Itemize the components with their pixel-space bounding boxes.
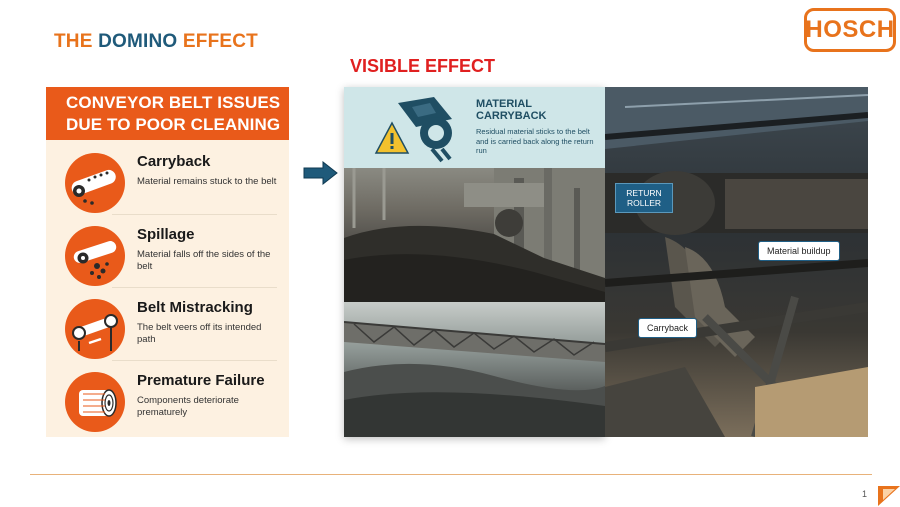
- mistracking-icon: [65, 299, 125, 359]
- divider: [112, 214, 277, 215]
- return-label-line1: RETURN: [626, 188, 662, 198]
- corner-logo-icon: [878, 486, 900, 506]
- issue-title: Premature Failure: [137, 372, 265, 389]
- divider: [112, 360, 277, 361]
- conveyor-warning-illustration: [374, 97, 452, 163]
- logo-text: HOSCH: [805, 16, 895, 43]
- issues-panel-header: CONVEYOR BELT ISSUES DUE TO POOR CLEANIN…: [46, 87, 289, 140]
- hosch-logo: HOSCH: [804, 8, 896, 52]
- panel-header-line2: DUE TO POOR CLEANING: [66, 115, 281, 134]
- return-roller-label: RETURN ROLLER: [615, 183, 673, 213]
- issue-item-carryback: Carryback Material remains stuck to the …: [46, 147, 289, 220]
- panel-header-line1: CONVEYOR BELT ISSUES: [66, 93, 281, 112]
- title-word-the: THE: [54, 31, 93, 52]
- visible-effect-column: MATERIAL CARRYBACK Residual material sti…: [344, 87, 605, 437]
- arrow-right-icon: [303, 161, 338, 185]
- spillage-icon: [65, 226, 125, 286]
- carryback-icon: [65, 153, 125, 213]
- page-number: 1: [862, 489, 868, 499]
- issues-panel: CONVEYOR BELT ISSUES DUE TO POOR CLEANIN…: [46, 87, 289, 437]
- issue-item-premature-failure: Premature Failure Components deteriorate…: [46, 366, 289, 439]
- card-title-line2: CARRYBACK: [476, 110, 547, 122]
- slide-title: THE DOMINO EFFECT: [54, 31, 258, 53]
- card-title-line1: MATERIAL: [476, 98, 533, 110]
- card-description: Residual material sticks to the belt and…: [476, 127, 594, 155]
- title-word-domino: DOMINO: [98, 31, 178, 52]
- divider: [112, 287, 277, 288]
- premature-failure-icon: [65, 372, 125, 432]
- conveyor-photo-carryback: [344, 168, 605, 302]
- return-roller-photo: RETURN ROLLER Material buildup Carryback: [605, 87, 868, 437]
- issue-desc: Components deteriorate prematurely: [137, 395, 239, 418]
- issue-desc: Material falls off the sides of the belt: [137, 249, 271, 272]
- return-label-line2: ROLLER: [626, 198, 661, 208]
- material-carryback-card: MATERIAL CARRYBACK Residual material sti…: [344, 87, 605, 168]
- card-title: MATERIAL CARRYBACK: [476, 98, 546, 122]
- issue-title: Carryback: [137, 153, 211, 170]
- issue-item-belt-mistracking: Belt Mistracking The belt veers off its …: [46, 293, 289, 366]
- material-buildup-label: Material buildup: [758, 241, 840, 261]
- title-word-effect: EFFECT: [182, 31, 258, 52]
- issue-title: Spillage: [137, 226, 195, 243]
- issue-desc: Material remains stuck to the belt: [137, 176, 277, 187]
- issue-title: Belt Mistracking: [137, 299, 253, 316]
- conveyor-photo-spillage: [344, 302, 605, 437]
- visible-effect-heading: VISIBLE EFFECT: [350, 56, 496, 76]
- carryback-label: Carryback: [638, 318, 698, 338]
- issue-item-spillage: Spillage Material falls off the sides of…: [46, 220, 289, 293]
- footer-divider: [30, 474, 872, 475]
- issue-desc: The belt veers off its intended path: [137, 322, 262, 345]
